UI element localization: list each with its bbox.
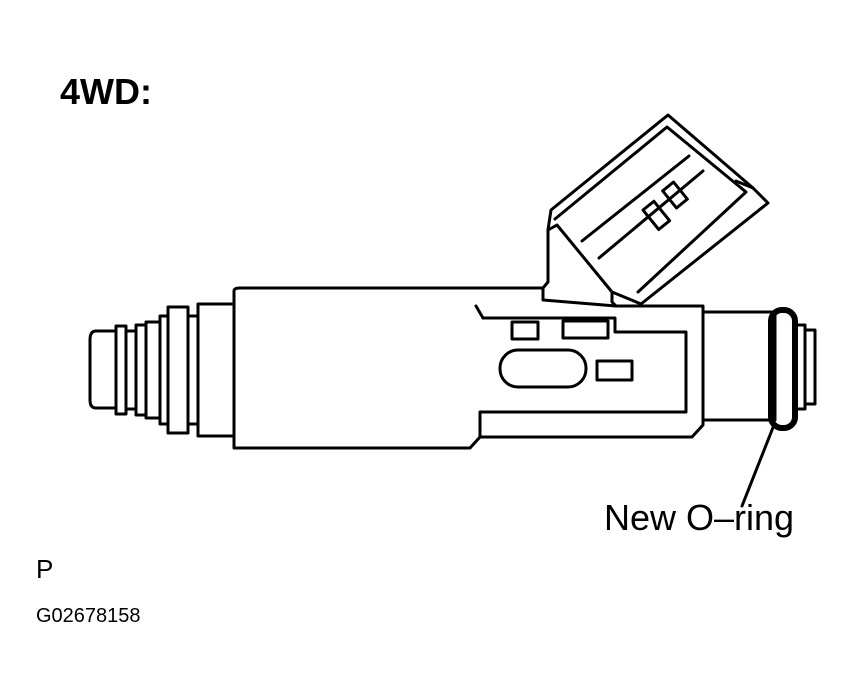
- injector-nozzle: [701, 310, 817, 422]
- view-letter: P: [36, 554, 54, 584]
- o-ring: [768, 307, 798, 431]
- oring-leader-line: [740, 423, 776, 508]
- drive-type-title: 4WD:: [60, 71, 152, 112]
- figure-code: G02678158: [36, 605, 141, 627]
- injector-inlet-tip: [88, 302, 236, 438]
- injector-body: [232, 223, 705, 450]
- injector-connector: [546, 113, 770, 306]
- oring-callout-label: New O–ring: [604, 497, 795, 538]
